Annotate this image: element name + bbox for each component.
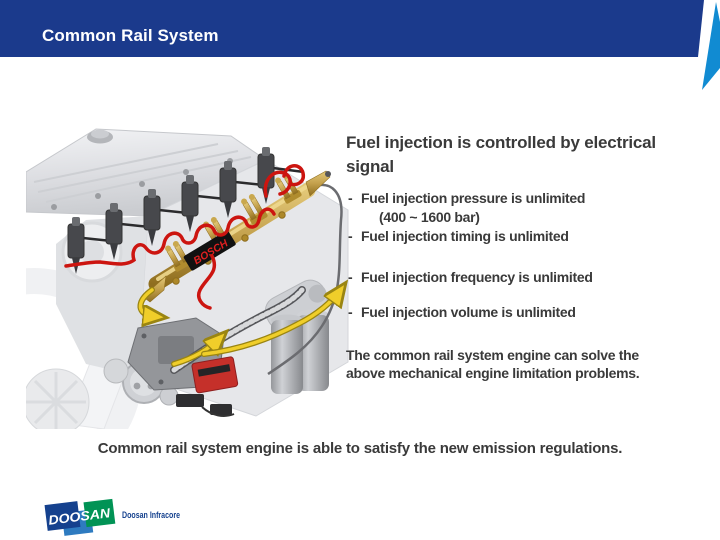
bullet-item-frequency: -Fuel injection frequency is unlimited [346,268,694,287]
bullet-item-volume: -Fuel injection volume is unlimited [346,303,694,322]
logo-company-text: Doosan Infracore [122,510,180,520]
logo-square-navy [44,501,81,531]
content-column: Fuel injection is controlled by electric… [346,131,694,382]
bullet-list: -Fuel injection pressure is unlimited (4… [346,189,694,322]
bullet-dash: - [348,304,353,320]
common-rail-engine-image: BOSCH [0,128,349,484]
header-bar [0,0,704,57]
bullet-item-pressure: -Fuel injection pressure is unlimited [346,189,694,208]
bullet-text: Fuel injection volume is unlimited [361,304,576,320]
section-heading: Fuel injection is controlled by electric… [346,133,656,176]
control-unit [176,356,239,417]
bullet-text: Fuel injection frequency is unlimited [361,269,593,285]
bullet-text: Fuel injection pressure is unlimited [361,190,586,206]
bullet-subtext-pressure-range: (400 ~ 1600 bar) [379,209,480,225]
yellow-flow-arrows [137,288,342,367]
bullet-text: Fuel injection timing is unlimited [361,228,569,244]
bullet-dash: - [348,269,353,285]
return-hose [267,183,343,376]
doosan-logo: DOOSAN Doosan Infracore [44,493,204,540]
bullet-dash: - [348,190,353,206]
bullet-dash: - [348,228,353,244]
logo-square-green [83,498,116,528]
bullet-item-timing: -Fuel injection timing is unlimited [346,227,694,246]
engine-illustration: BOSCH [0,124,351,484]
page-title: Common Rail System [42,26,219,45]
conclusion-statement: Common rail system engine is able to sat… [97,440,623,457]
doosan-logo-graphic: DOOSAN Doosan Infracore [44,498,180,536]
summary-note: The common rail system engine can solve … [346,347,640,381]
red-fuel-pipes [64,164,306,310]
